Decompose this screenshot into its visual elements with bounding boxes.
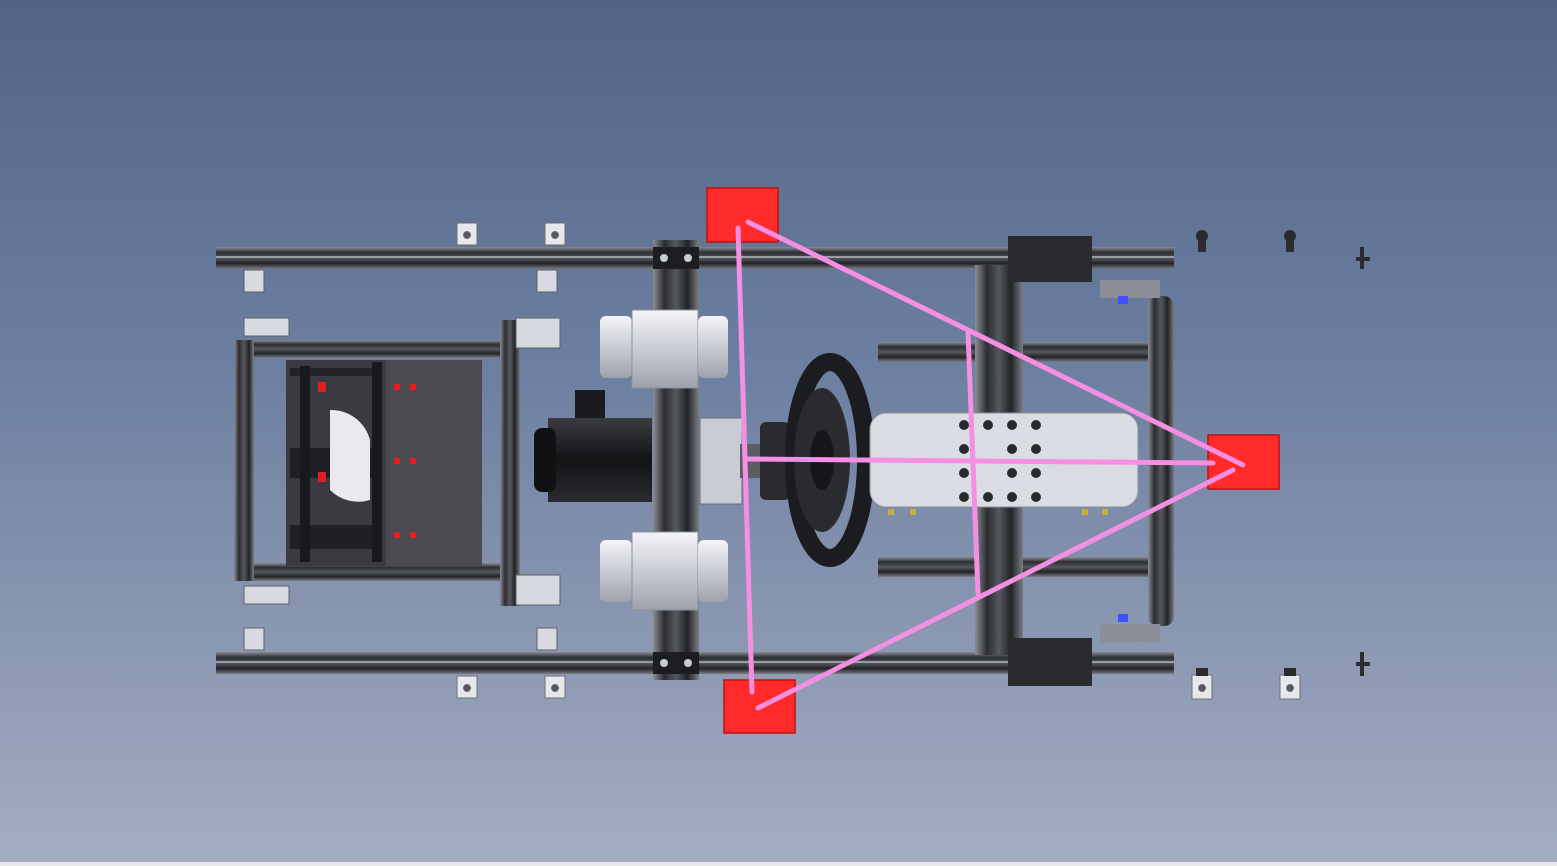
seat-subframe <box>234 317 561 606</box>
overlay-line-bottom <box>755 467 1236 711</box>
overlay-line-top <box>745 219 1246 468</box>
red-marker-bottom[interactable] <box>723 679 796 734</box>
actuator-bottom <box>600 531 728 611</box>
servo-motor <box>534 390 768 505</box>
overlay-triangle <box>735 219 1246 711</box>
overlay-line-center <box>743 456 1216 466</box>
rail-bolt-tabs <box>456 222 1301 700</box>
overlay-line-inner <box>965 329 981 597</box>
status-strip <box>0 862 1557 866</box>
loose-fasteners <box>1196 230 1370 676</box>
corner-brackets <box>243 269 558 651</box>
actuator-top <box>600 309 728 389</box>
red-marker-right[interactable] <box>1207 434 1280 490</box>
motor-crossmember <box>653 240 699 680</box>
